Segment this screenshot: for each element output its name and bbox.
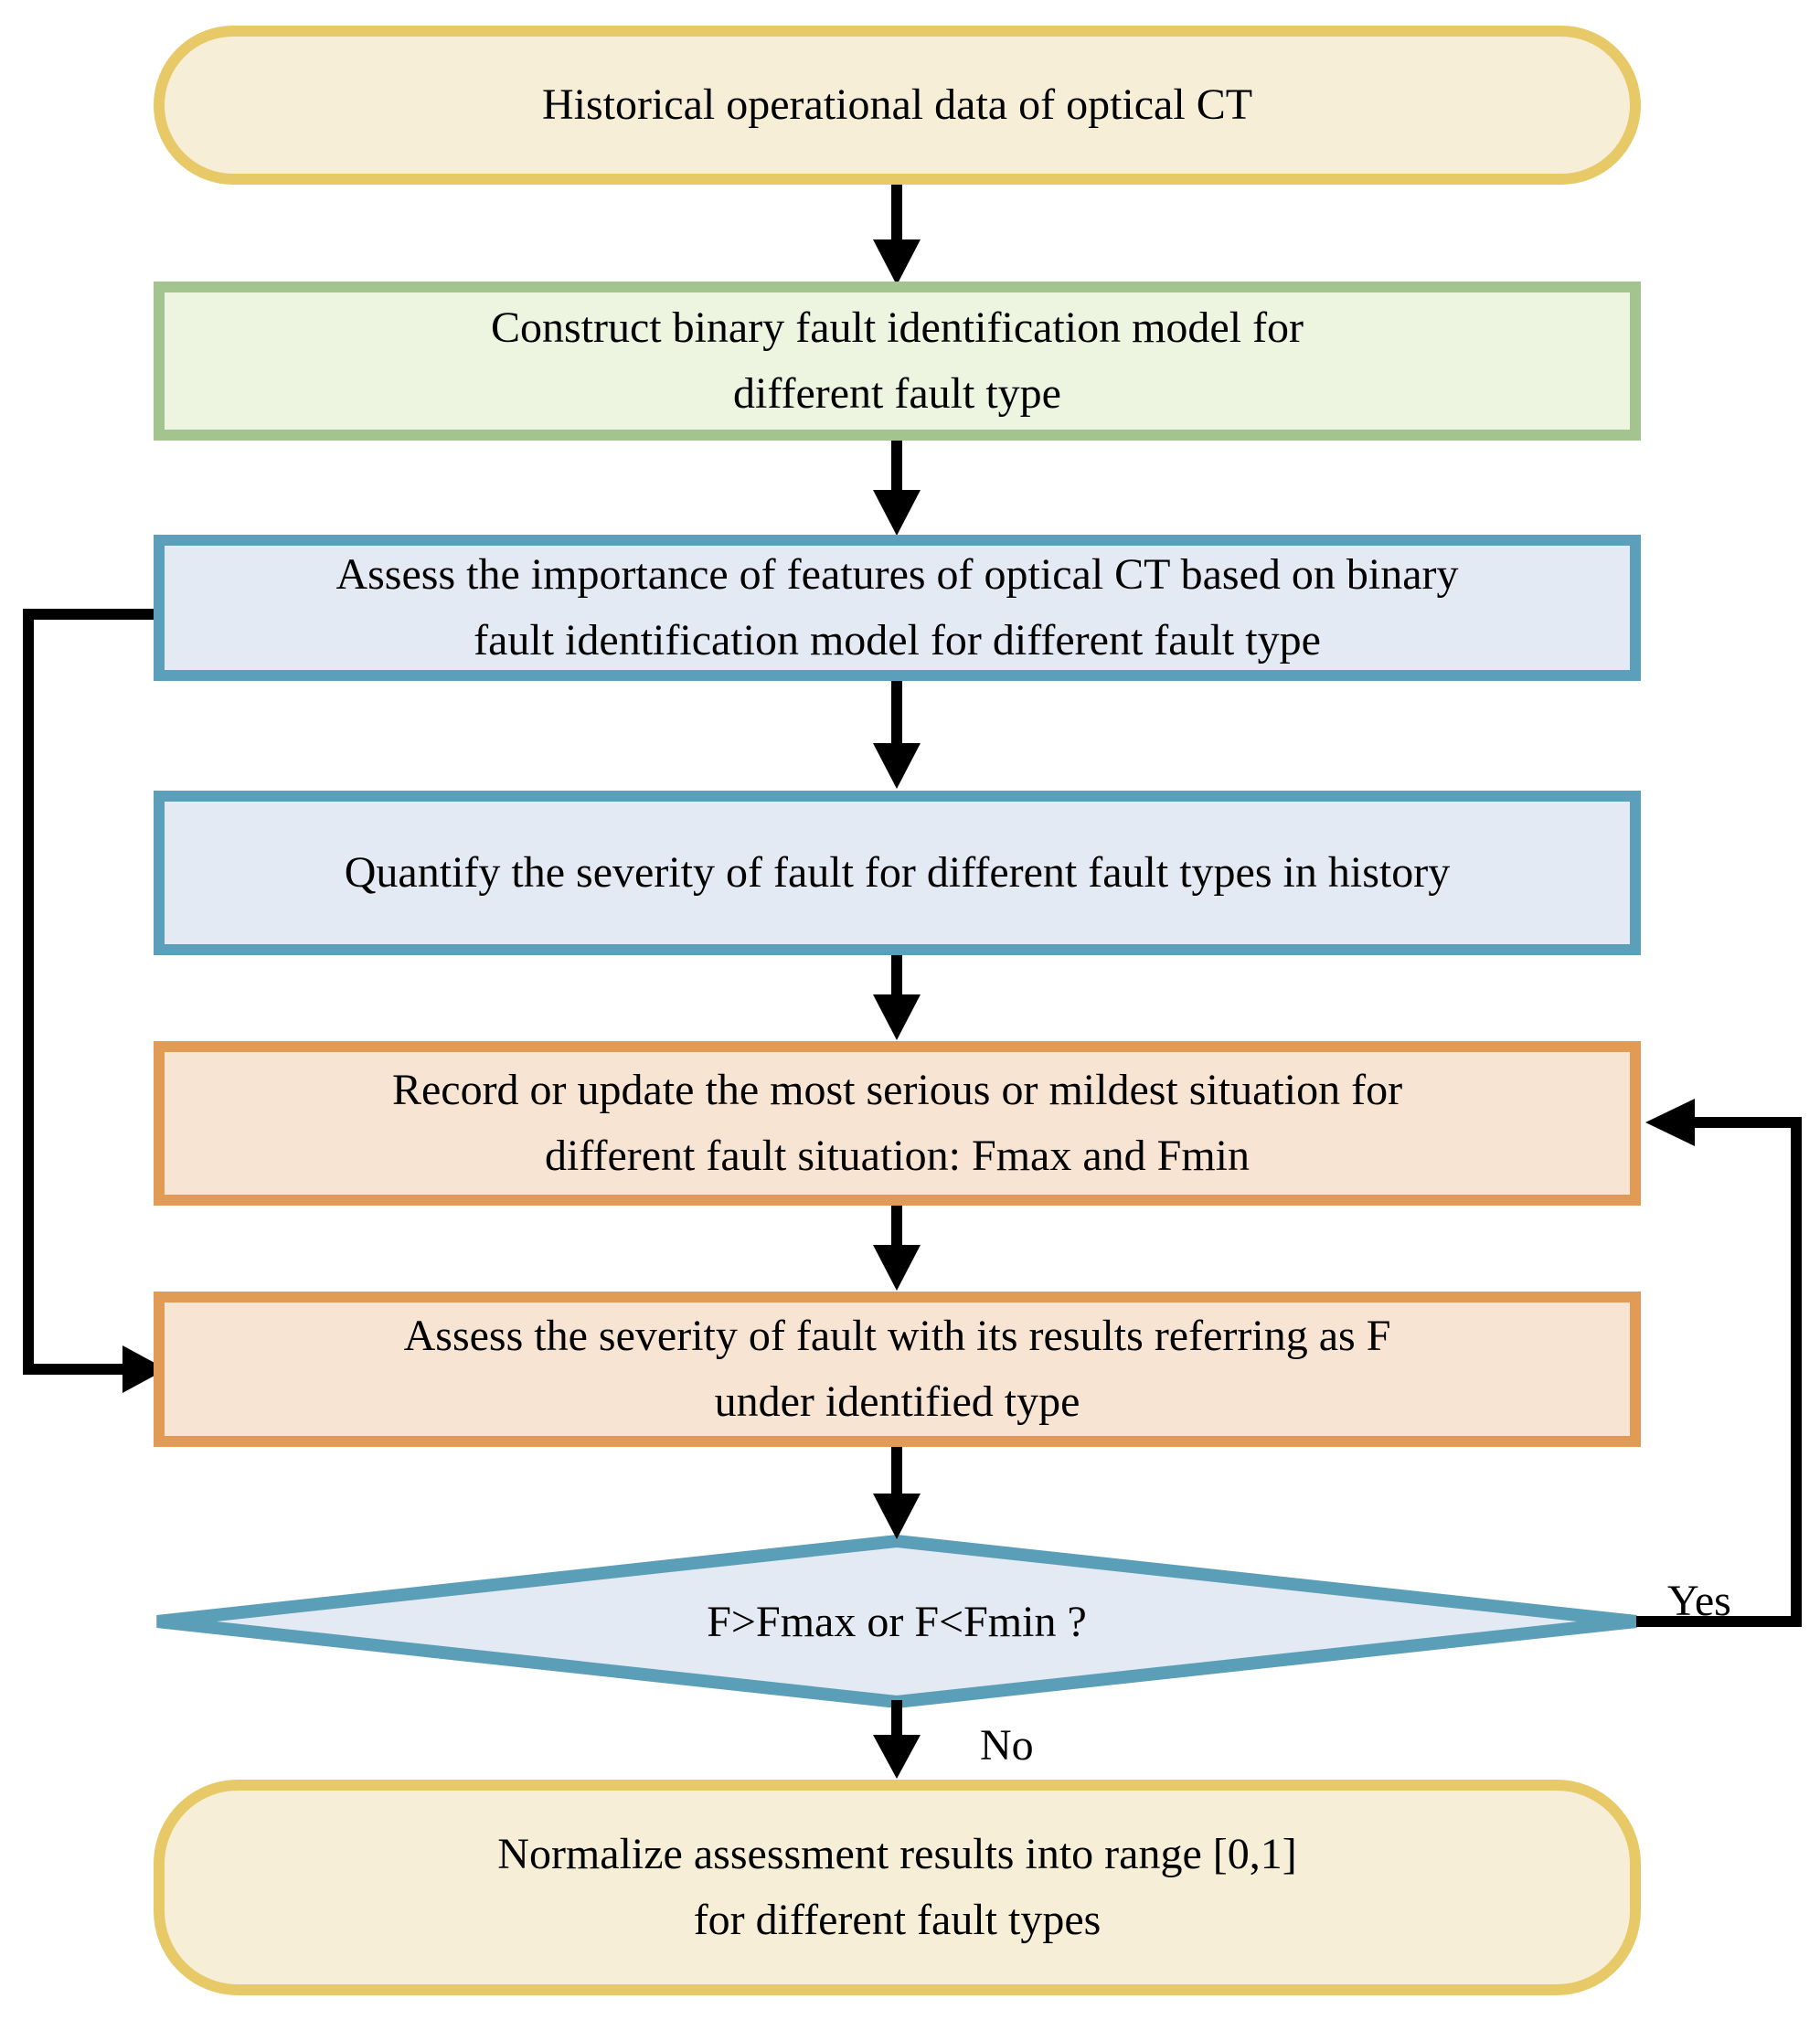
node-text-line: Construct binary fault identification mo…	[490, 303, 1304, 352]
node-record-update: Record or update the most serious or mil…	[154, 1041, 1641, 1206]
node-text-line: Historical operational data of optical C…	[541, 80, 1253, 129]
decision-label: F>Fmax or F<Fmin ?	[707, 1597, 1087, 1646]
node-normalize-terminal: Normalize assessment results into range …	[154, 1780, 1641, 1995]
arrow-construct-to-assess-importance	[873, 441, 921, 536]
connector-decision-yes-to-record	[1636, 1099, 1802, 1627]
arrow-assess-importance-to-quantify	[873, 681, 921, 789]
node-text-line: different fault type	[733, 369, 1061, 418]
node-construct-model: Construct binary fault identification mo…	[154, 282, 1641, 441]
node-text-line: fault identification model for different…	[474, 616, 1321, 664]
node-start-terminal: Historical operational data of optical C…	[154, 26, 1641, 185]
node-text-line: Record or update the most serious or mil…	[391, 1066, 1403, 1114]
node-text-line: under identified type	[714, 1377, 1080, 1426]
node-assess-importance: Assess the importance of features of opt…	[154, 535, 1641, 681]
node-text-line: different fault situation: Fmax and Fmin	[545, 1132, 1250, 1180]
edge-label-yes: Yes	[1667, 1577, 1731, 1625]
node-text-line: Quantify the severity of fault for diffe…	[344, 848, 1451, 897]
arrow-assess-severity-to-decision	[873, 1447, 921, 1539]
arrow-start-to-construct	[873, 185, 921, 285]
arrow-quantify-to-record	[873, 955, 921, 1040]
node-text-line: for different fault types	[693, 1896, 1102, 1944]
edge-label-no: No	[980, 1721, 1034, 1770]
node-text-line: Assess the importance of features of opt…	[335, 550, 1459, 599]
node-text-line: Normalize assessment results into range …	[497, 1830, 1297, 1878]
node-assess-severity: Assess the severity of fault with its re…	[154, 1292, 1641, 1447]
arrow-decision-no-to-normalize	[873, 1700, 921, 1779]
connector-importance-to-severity	[23, 609, 166, 1393]
arrow-record-to-assess-severity	[873, 1206, 921, 1291]
node-text-line: Assess the severity of fault with its re…	[403, 1312, 1391, 1360]
node-quantify-severity: Quantify the severity of fault for diffe…	[154, 791, 1641, 955]
